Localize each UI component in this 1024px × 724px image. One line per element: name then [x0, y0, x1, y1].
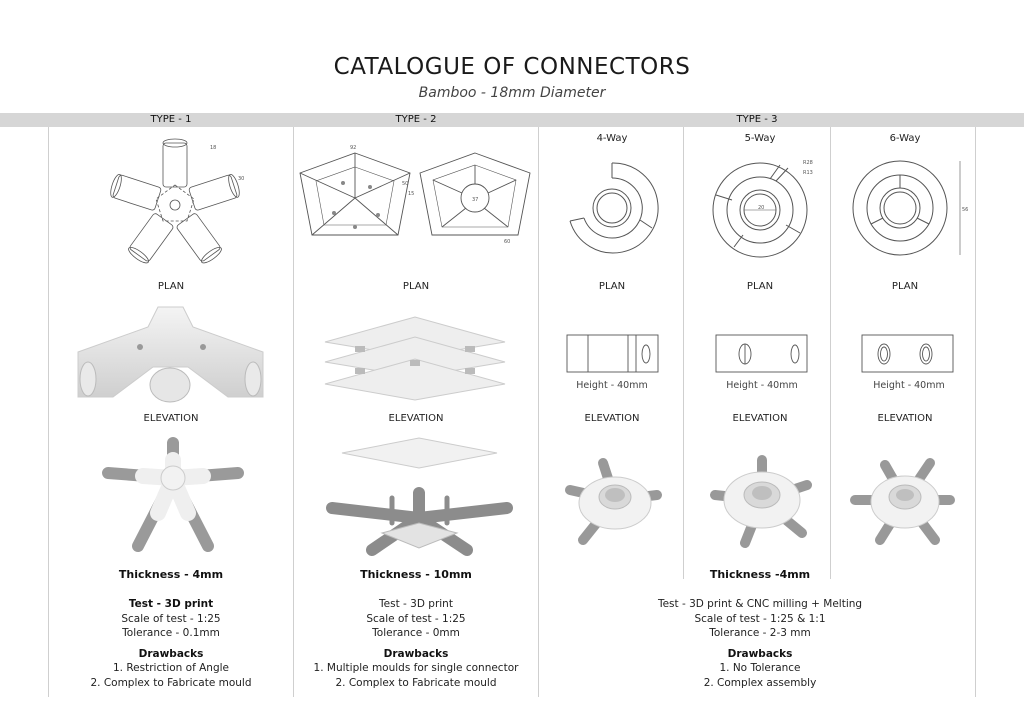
page-title: CATALOGUE OF CONNECTORS — [333, 54, 691, 80]
col1-details: Test - 3D print Scale of test - 1:25 Tol… — [90, 597, 251, 690]
5way-height-label: Height - 40mm — [726, 380, 798, 391]
col1-test: Test - 3D print — [128, 598, 214, 610]
4way-plan-drawing — [569, 162, 659, 254]
t2-dim-b: 50 — [402, 181, 408, 187]
col1-drawback-2: 2. Complex to Fabricate mould — [90, 676, 252, 689]
col2-drawbacks-heading: Drawbacks — [383, 647, 449, 660]
5way-elevation-label: ELEVATION — [732, 413, 788, 424]
col1-drawback-1: 1. Restriction of Angle — [112, 662, 230, 674]
t2-dim-e: 60 — [504, 239, 510, 245]
col3-thickness: Thickness -4mm — [709, 568, 811, 581]
col3-drawback-1: 1. No Tolerance — [719, 662, 801, 674]
divider-1-2 — [293, 127, 294, 697]
6way-plan-drawing: 56 — [852, 160, 968, 256]
col2-scale: Scale of test - 1:25 — [366, 612, 466, 625]
divider-left — [48, 127, 49, 697]
type1-plan-label: PLAN — [157, 281, 185, 292]
page-subtitle: Bamboo - 18mm Diameter — [418, 85, 606, 101]
4way-assembly-render — [565, 458, 662, 545]
col1-scale: Scale of test - 1:25 — [121, 612, 221, 625]
type1-elevation-render — [77, 306, 264, 403]
type-1-label: TYPE - 1 — [150, 114, 192, 125]
w5-dim-r13: R13 — [803, 170, 813, 176]
type-3-label: TYPE - 3 — [736, 114, 778, 125]
t2-dim-c: 15 — [408, 191, 414, 197]
col3-scale: Scale of test - 1:25 & 1:1 — [694, 612, 826, 625]
col3-drawbacks-heading: Drawbacks — [727, 647, 793, 660]
type1-plan-drawing: 18 30 — [110, 138, 244, 264]
subtype-4way: 4-Way — [596, 133, 628, 144]
6way-assembly-render — [850, 458, 955, 545]
col3-drawback-2: 2. Complex assembly — [703, 676, 817, 689]
divider-5way-6way — [830, 127, 831, 579]
divider-2-3 — [538, 127, 539, 697]
4way-height-label: Height - 40mm — [576, 380, 648, 391]
t2-dim-a: 92 — [350, 145, 356, 151]
4way-elevation-drawing — [566, 334, 659, 373]
col2-thickness: Thickness - 10mm — [360, 568, 472, 581]
type1-assembly-render — [102, 437, 244, 552]
4way-elevation-label: ELEVATION — [584, 413, 640, 424]
type-2-label: TYPE - 2 — [395, 114, 437, 125]
col2-drawback-1: 1. Multiple moulds for single connector — [313, 662, 519, 674]
type-header-band: TYPE - 1 TYPE - 2 TYPE - 3 — [0, 113, 1024, 127]
col2-drawback-2: 2. Complex to Fabricate mould — [335, 676, 497, 689]
col2-test: Test - 3D print — [379, 598, 453, 610]
type2-plan-drawing: 92 50 15 37 60 — [299, 145, 531, 245]
w5-dim-r28: R28 — [803, 160, 813, 166]
type2-elevation-render — [324, 316, 506, 401]
col2-tolerance: Tolerance - 0mm — [372, 627, 460, 639]
6way-height-label: Height - 40mm — [873, 380, 945, 391]
6way-elevation-label: ELEVATION — [877, 413, 933, 424]
6way-plan-label: PLAN — [891, 281, 919, 292]
col2-details: Test - 3D print Scale of test - 1:25 Tol… — [314, 597, 519, 690]
5way-plan-drawing: R28 R13 20 — [712, 160, 813, 258]
type2-plan-label: PLAN — [402, 281, 430, 292]
col1-drawbacks-heading: Drawbacks — [138, 647, 204, 660]
4way-plan-label: PLAN — [598, 281, 626, 292]
divider-4way-5way — [683, 127, 684, 579]
col1-thickness: Thickness - 4mm — [118, 568, 224, 581]
5way-elevation-drawing — [715, 334, 808, 373]
col1-tolerance: Tolerance - 0.1mm — [122, 627, 220, 639]
5way-plan-label: PLAN — [746, 281, 774, 292]
t2-dim-d: 37 — [472, 197, 478, 203]
6way-elevation-drawing — [861, 334, 954, 373]
col3-test: Test - 3D print & CNC milling + Melting — [657, 598, 863, 610]
divider-right — [975, 127, 976, 697]
w5-dim-d: 20 — [758, 205, 764, 211]
subtype-5way: 5-Way — [744, 133, 776, 144]
col3-tolerance: Tolerance - 2-3 mm — [709, 627, 811, 639]
col3-details: Test - 3D print & CNC milling + Melting … — [658, 597, 862, 690]
5way-assembly-render — [710, 455, 812, 548]
t1-dim-b: 30 — [238, 176, 244, 182]
w6-dim-d: 56 — [962, 207, 968, 213]
t1-dim-a: 18 — [210, 145, 216, 151]
subtype-6way: 6-Way — [889, 133, 921, 144]
type2-elevation-label: ELEVATION — [388, 413, 444, 424]
type1-elevation-label: ELEVATION — [143, 413, 199, 424]
type2-assembly-render — [326, 437, 513, 556]
